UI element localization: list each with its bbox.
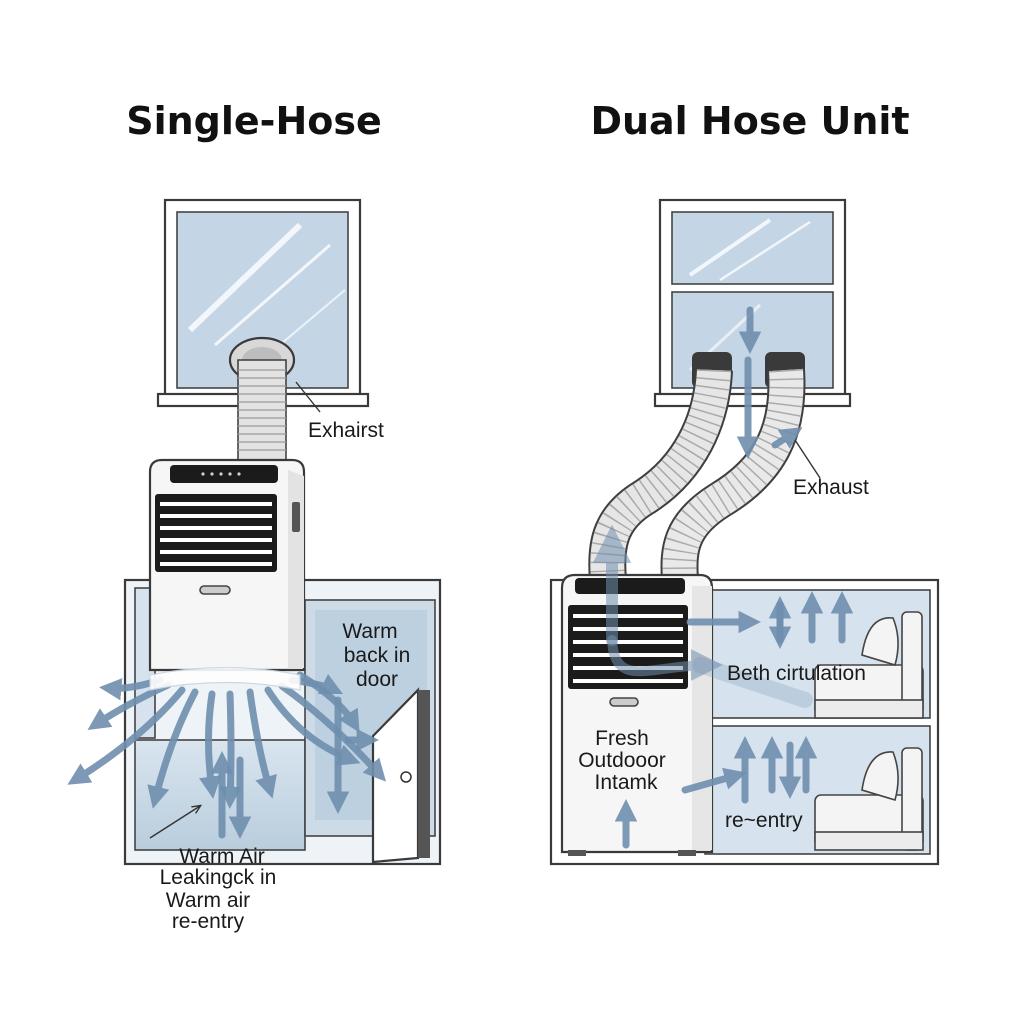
svg-text:Intamk: Intamk <box>594 771 658 794</box>
exhaust-label-right: Exhaust <box>793 476 869 499</box>
exhaust-hose-left <box>228 336 296 463</box>
leaking-airflow-left <box>67 671 387 839</box>
svg-text:Outdooor: Outdooor <box>578 749 666 772</box>
svg-text:Fresh: Fresh <box>595 727 649 750</box>
warm-air-leak-label: Warm Air Leakingck in Warm air re-entry <box>160 845 277 933</box>
reentry-label-right: re~entry <box>725 809 803 832</box>
control-panel-left <box>170 465 278 483</box>
svg-text:Leakingck in: Leakingck in <box>160 866 277 889</box>
svg-text:door: door <box>356 668 398 691</box>
circulation-label: Beth cirtulation <box>727 662 866 685</box>
svg-text:re-entry: re-entry <box>172 910 245 933</box>
leak-pointer-left <box>149 806 200 839</box>
dual-hose-title: Dual Hose Unit <box>590 99 909 143</box>
svg-text:back in: back in <box>344 644 411 667</box>
single-hose-title: Single-Hose <box>126 99 382 143</box>
svg-text:Warm Air: Warm Air <box>179 845 265 868</box>
door-knob-left <box>400 771 412 783</box>
window-right <box>653 198 852 408</box>
exhaust-pointer-left <box>295 381 321 413</box>
sofa-upper <box>814 611 924 719</box>
sofa-lower <box>814 747 924 851</box>
circulation-airflow-right <box>592 524 854 849</box>
single-hose-panel: Single-Hose Exhairst <box>67 99 442 933</box>
exhaust-hose-right <box>660 368 806 582</box>
svg-text:Warm: Warm <box>342 620 397 643</box>
portable-ac-unit-left <box>148 458 306 672</box>
svg-text:Warm air: Warm air <box>166 889 250 912</box>
fresh-intake-label: Fresh Outdooor Intamk <box>578 727 666 794</box>
warm-back-label: Warm back in door <box>342 620 410 691</box>
dual-hose-panel: Dual Hose Unit Ex <box>549 99 940 866</box>
control-panel-right <box>575 578 685 594</box>
portable-ac-unit-right <box>560 573 714 856</box>
window-sill-right <box>653 392 852 408</box>
exhaust-label-left: Exhairst <box>308 419 384 442</box>
exhaust-pointer-right <box>794 439 821 479</box>
